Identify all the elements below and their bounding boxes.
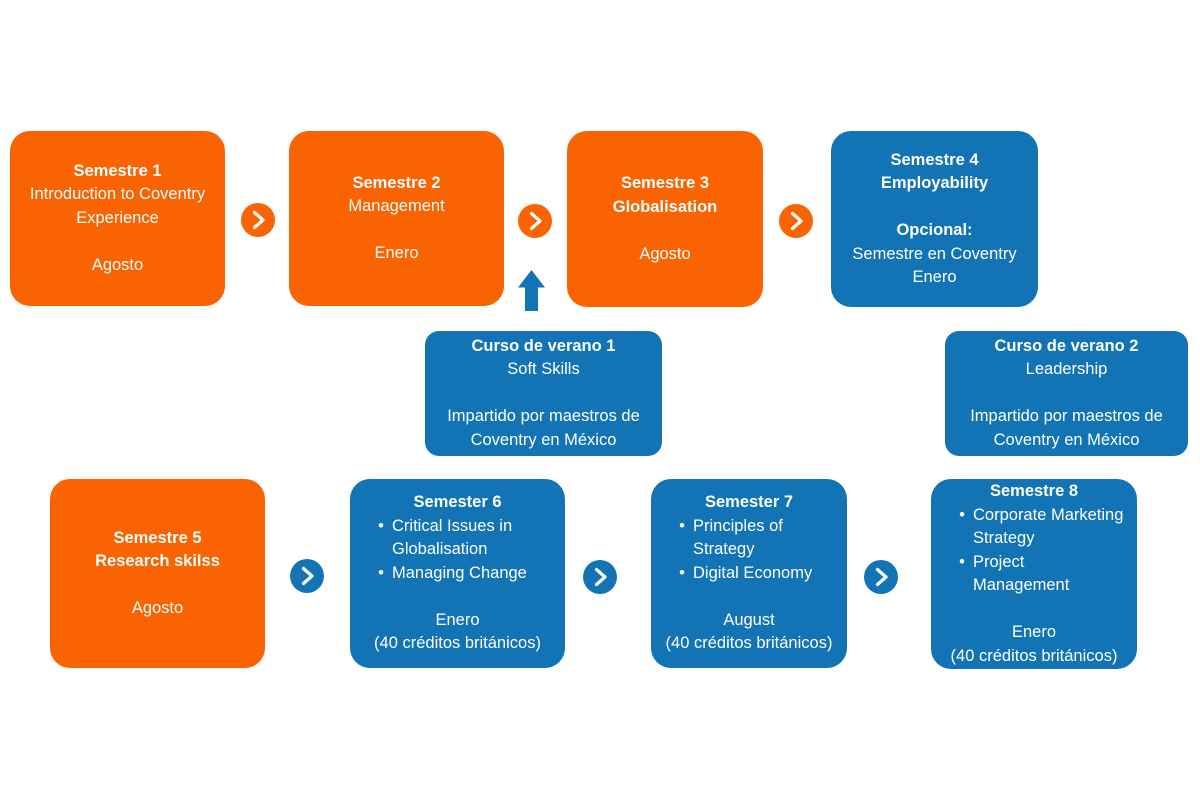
semester-7-month: August: [723, 610, 775, 629]
semestre-1-month: Agosto: [91, 255, 144, 274]
chevron-right-icon: [518, 204, 552, 238]
module-label: Managing Change: [392, 563, 527, 582]
chevron-right-icon: [779, 204, 813, 238]
semestre-5-box: Semestre 5 Research skilss Agosto: [50, 479, 265, 668]
module-label: Principles of Strategy: [693, 516, 783, 559]
semestre-1-title: Semestre 1: [73, 161, 162, 180]
semestre-3-course: Globalisation: [612, 197, 718, 216]
semestre-3-box: Semestre 3 Globalisation Agosto: [567, 131, 763, 307]
semester-7-title: Semester 7: [704, 493, 794, 512]
curso-verano-2-course: Leadership: [1025, 360, 1108, 379]
curso-verano-1-box: Curso de verano 1 Soft Skills Impartido …: [425, 331, 662, 456]
semestre-4-optional-label: Opcional:: [896, 221, 973, 239]
semester-6-title: Semester 6: [413, 493, 502, 512]
semestre-4-title: Semestre 4: [890, 150, 979, 169]
bullet-icon: •: [959, 505, 965, 524]
chevron-right-icon: [864, 560, 898, 594]
chevron-right-icon: [290, 559, 324, 593]
curso-verano-2-title: Curso de verano 2: [994, 336, 1139, 355]
curso-verano-1-taught-by: Impartido por maestros de Coventry en Mé…: [447, 407, 640, 449]
semestre-8-credits: (40 créditos británicos): [950, 646, 1118, 665]
semestre-8-month: Enero: [1011, 623, 1057, 641]
semester-6-box: Semester 6 • Critical Issues in Globalis…: [350, 479, 565, 668]
semestre-4-course: Employability: [880, 174, 989, 192]
module-label: Digital Economy: [693, 563, 813, 582]
semestre-5-course: Research skilss: [95, 552, 220, 570]
bullet-icon: •: [679, 563, 685, 582]
semestre-2-month: Enero: [374, 244, 419, 262]
chevron-right-icon: [583, 560, 617, 594]
module-label: Critical Issues in Globalisation: [392, 516, 513, 559]
semestre-4-month: Enero: [912, 268, 957, 286]
curso-verano-2-box: Curso de verano 2 Leadership Impartido p…: [945, 331, 1188, 456]
semestre-3-title: Semestre 3: [620, 174, 710, 192]
semester-6-credits: (40 créditos británicos): [374, 634, 541, 653]
semestre-8-box: Semestre 8 • Corporate Marketing Strateg…: [931, 479, 1137, 669]
semestre-5-title: Semestre 5: [113, 528, 202, 547]
semester-6-module-2: • Managing Change: [362, 562, 553, 586]
semestre-2-course: Management: [348, 197, 445, 215]
bullet-icon: •: [959, 552, 965, 571]
semestre-2-box: Semestre 2 Management Enero: [289, 131, 504, 306]
arrow-up-icon: [518, 270, 545, 311]
semester-6-module-1: • Critical Issues in Globalisation: [362, 515, 553, 562]
semester-7-module-1: • Principles of Strategy: [663, 515, 835, 562]
semestre-2-title: Semestre 2: [352, 173, 441, 192]
semester-7-box: Semester 7 • Principles of Strategy • Di…: [651, 479, 847, 668]
semestre-8-title: Semestre 8: [989, 482, 1079, 500]
bullet-icon: •: [378, 516, 384, 535]
curso-verano-1-course: Soft Skills: [507, 360, 580, 379]
semester-7-module-2: • Digital Economy: [663, 562, 835, 586]
bullet-icon: •: [679, 516, 685, 535]
chevron-right-icon: [241, 203, 275, 237]
module-label: Project Management: [973, 552, 1070, 595]
semestre-1-course: Introduction to Coventry Experience: [29, 185, 206, 227]
curso-verano-1-title: Curso de verano 1: [471, 336, 616, 355]
semester-6-month: Enero: [435, 610, 480, 629]
semester-7-credits: (40 créditos británicos): [665, 634, 833, 653]
semestre-8-module-2: • Project Management: [943, 551, 1125, 598]
semestre-3-month: Agosto: [639, 244, 691, 263]
semestre-4-box: Semestre 4 Employability Opcional: Semes…: [831, 131, 1038, 307]
bullet-icon: •: [378, 563, 384, 582]
semestre-4-option: Semestre en Coventry: [852, 244, 1017, 263]
module-label: Corporate Marketing Strategy: [973, 505, 1124, 548]
semestre-8-module-1: • Corporate Marketing Strategy: [943, 504, 1125, 551]
curso-verano-2-taught-by: Impartido por maestros de Coventry en Mé…: [970, 407, 1163, 449]
semestre-1-box: Semestre 1 Introduction to Coventry Expe…: [10, 131, 225, 306]
semestre-5-month: Agosto: [131, 599, 184, 617]
